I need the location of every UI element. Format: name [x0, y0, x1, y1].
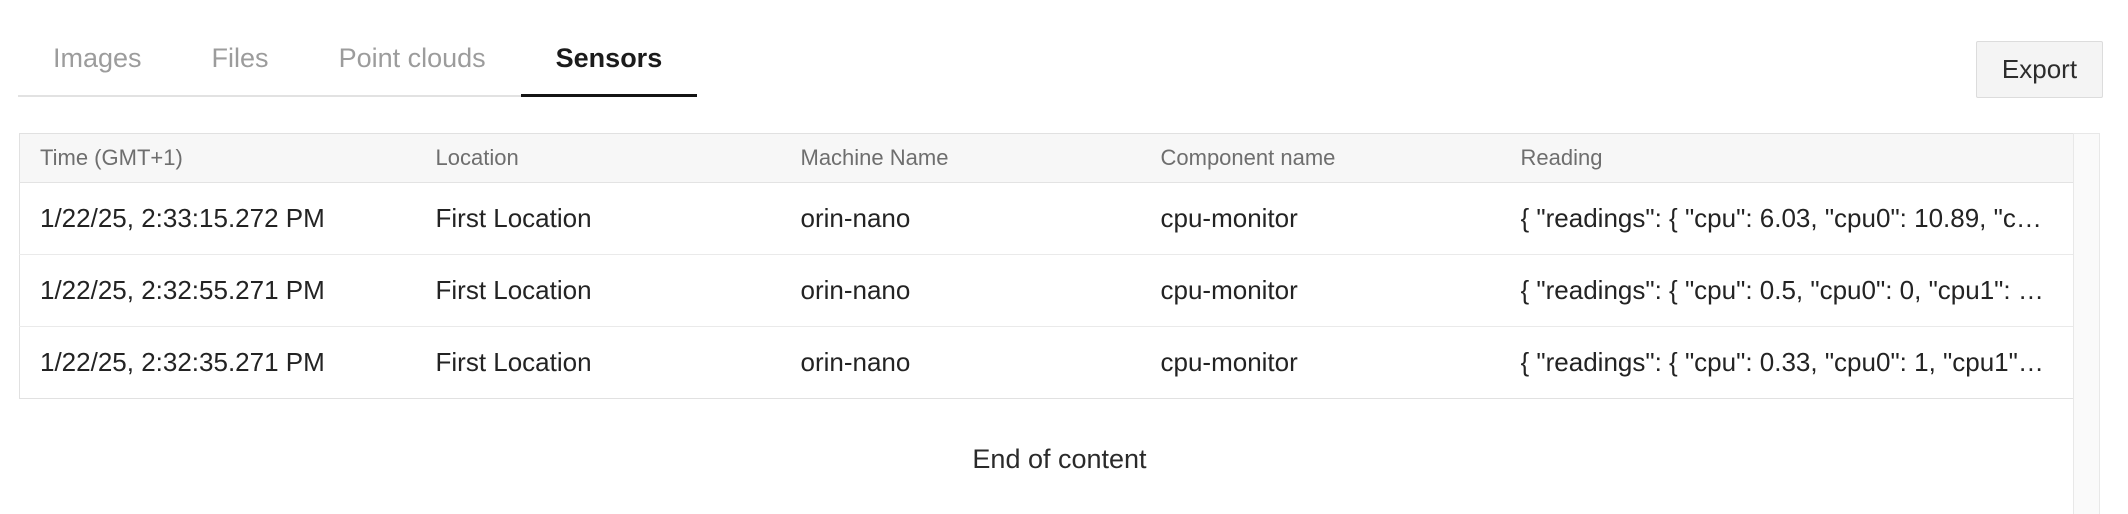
table-row[interactable]: 1/22/25, 2:33:15.272 PM First Location o…	[19, 182, 2074, 255]
sensor-readings-table: Time (GMT+1) Location Machine Name Compo…	[19, 133, 2074, 399]
column-header-machine: Machine Name	[800, 133, 1161, 183]
column-header-time: Time (GMT+1)	[19, 133, 436, 183]
cell-component-name: cpu-monitor	[1160, 182, 1521, 255]
cell-component-name: cpu-monitor	[1160, 254, 1521, 327]
tab-label: Point clouds	[338, 43, 486, 73]
cell-location: First Location	[435, 182, 801, 255]
cell-reading: { "readings": { "cpu": 0.5, "cpu0": 0, "…	[1520, 254, 2074, 327]
cell-time: 1/22/25, 2:32:35.271 PM	[40, 347, 325, 377]
tab-bar: Images Files Point clouds Sensors	[18, 22, 698, 97]
cell-time: 1/22/25, 2:33:15.272 PM	[19, 182, 436, 255]
tab-files[interactable]: Files	[177, 22, 304, 95]
cell-machine-name: orin-nano	[800, 254, 1161, 327]
tab-label: Files	[211, 43, 269, 73]
cell-time: 1/22/25, 2:32:55.271 PM	[19, 254, 436, 327]
tab-point-clouds[interactable]: Point clouds	[304, 22, 521, 95]
cell-reading: { "readings": { "cpu": 0.33, "cpu0": 1, …	[1520, 347, 2044, 377]
table-body: 1/22/25, 2:33:15.272 PM First Location o…	[19, 182, 2074, 399]
tab-label: Sensors	[555, 43, 663, 73]
table-header: Time (GMT+1) Location Machine Name Compo…	[19, 133, 2074, 183]
tab-label: Images	[53, 43, 142, 73]
tab-images[interactable]: Images	[18, 22, 177, 95]
cell-machine-name: orin-nano	[800, 347, 911, 377]
cell-component-name: cpu-monitor	[1160, 347, 1298, 377]
cell-location: First Location	[435, 347, 592, 377]
end-of-content-message: End of content	[972, 444, 1147, 474]
table-row[interactable]: 1/22/25, 2:32:55.271 PM First Location o…	[19, 254, 2074, 327]
vertical-scrollbar-track[interactable]	[2073, 133, 2100, 514]
tab-sensors[interactable]: Sensors	[520, 22, 698, 97]
cell-location: First Location	[435, 254, 801, 327]
cell-reading: { "readings": { "cpu": 6.03, "cpu0": 10.…	[1520, 182, 2074, 255]
column-header-component: Component name	[1160, 133, 1521, 183]
column-header-location: Location	[435, 133, 801, 183]
column-header-reading: Reading	[1520, 133, 2074, 183]
export-button[interactable]: Export	[1976, 41, 2103, 98]
cell-machine-name: orin-nano	[800, 182, 1161, 255]
table-row[interactable]: 1/22/25, 2:32:35.271 PM First Location o…	[20, 327, 2074, 399]
